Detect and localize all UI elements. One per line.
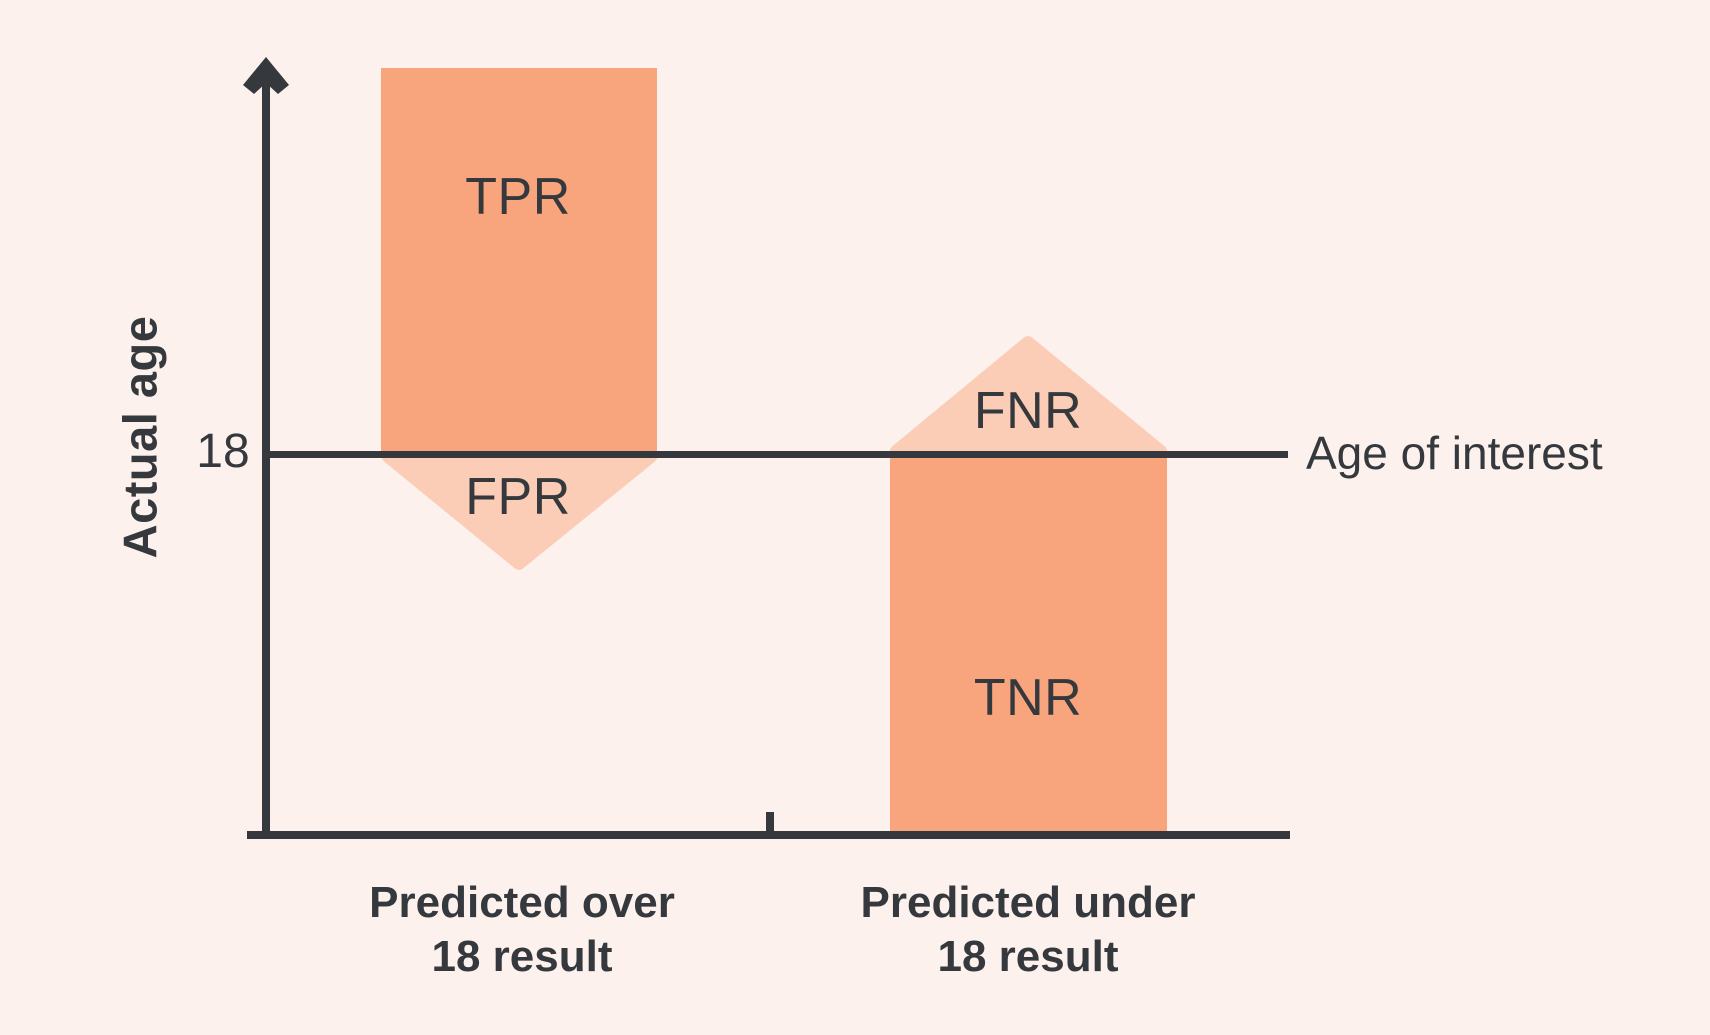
x-category-line2: 18 result [431,932,613,981]
tnr-region-shape [890,451,1167,835]
x-category-line1: Predicted under [860,877,1196,927]
x-category-line2: 18 result [937,932,1119,981]
x-axis-midpoint-tick [766,812,774,832]
fpr-label: FPR [465,468,571,526]
x-category-line1: Predicted over [369,877,675,927]
y-axis-title: Actual age [113,315,167,559]
age-of-interest-line [266,451,1288,458]
x-category-predicted-over-18: Predicted over 18 result [369,876,675,984]
tpr-region-shape [381,68,657,454]
x-axis-line [247,831,1290,839]
age-of-interest-label: Age of interest [1306,427,1603,479]
tpr-label: TPR [465,168,571,226]
y-axis-line [262,79,270,839]
y-axis-tick-18: 18 [196,425,250,478]
x-category-predicted-under-18: Predicted under 18 result [861,876,1196,984]
y-axis-arrowhead-icon [243,57,289,94]
tnr-label: TNR [973,669,1083,727]
fnr-label: FNR [973,382,1083,440]
